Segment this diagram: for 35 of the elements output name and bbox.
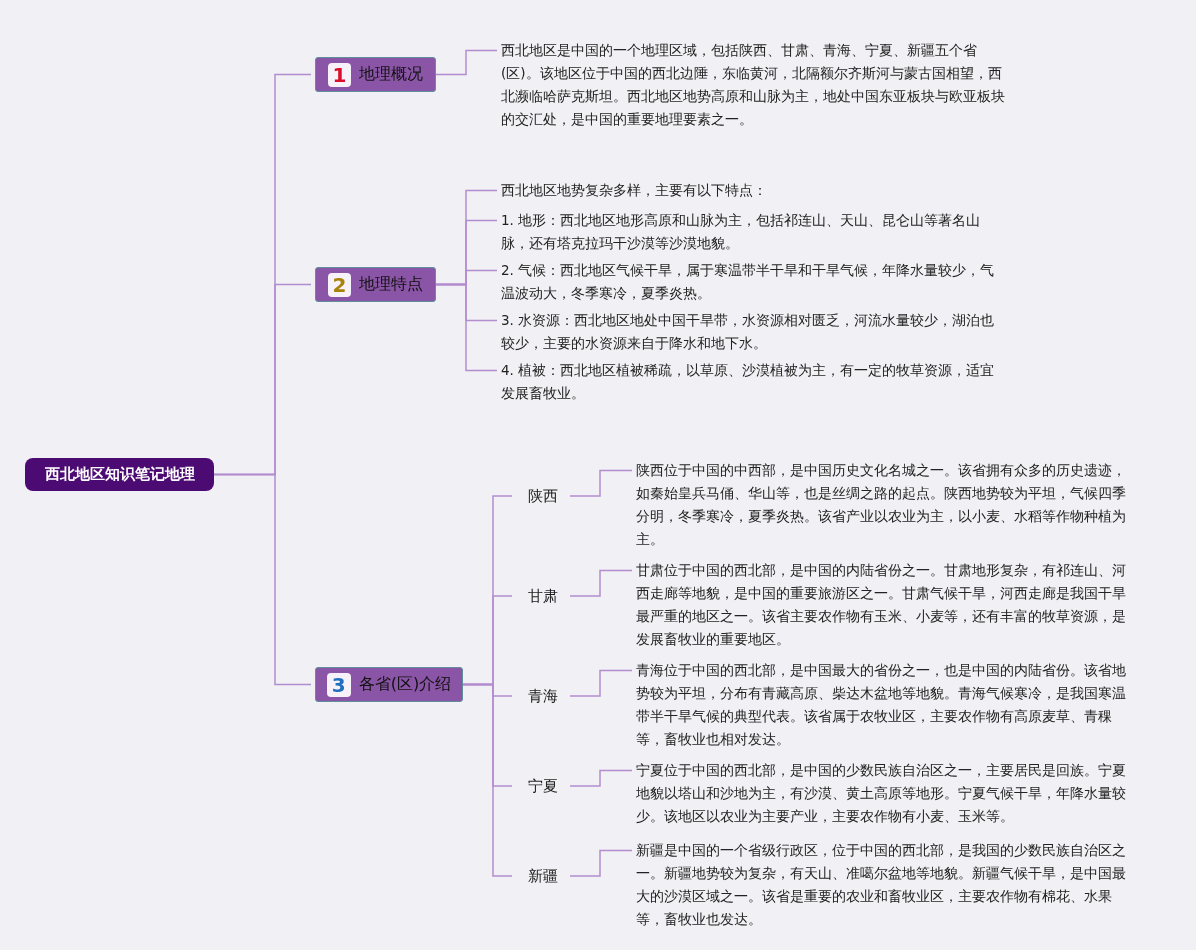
topic-label: 地理概况 [359, 64, 424, 85]
note-text: 西北地区地势复杂多样，主要有以下特点： [501, 179, 1006, 202]
connector-line [569, 849, 633, 877]
connector-line [569, 469, 633, 497]
subtopic-label: 新疆 [516, 865, 570, 887]
subtopic-label: 陕西 [516, 485, 570, 507]
note-text: 2. 气候：西北地区气候干旱，属于寒温带半干旱和干旱气候，年降水量较少，气温波动大，冬季寒冷，夏季炎热。 [501, 259, 1006, 305]
note-text: 3. 水资源：西北地区地处中国干旱带，水资源相对匮乏，河流水量较少，湖泊也较少，主要的水资源来自于降水和地下水。 [501, 309, 1006, 355]
topic-box [315, 667, 463, 702]
note-text: 1. 地形：西北地区地形高原和山脉为主，包括祁连山、天山、昆仑山等著名山脉，还有塔克拉玛干沙漠等沙漠地貌。 [501, 209, 1006, 255]
note-text: 甘肃位于中国的西北部，是中国的内陆省份之一。甘肃地形复杂，有祁连山、河西走廊等地貌，是中国的重要旅游区之一。甘肃气候干旱，河西走廊是我国干旱最严重的地区之一。该省主要农作物有玉米、小麦等，还有丰富的牧草资源，是发展畜牧业的重要地区。 [636, 559, 1136, 651]
note-text: 陕西位于中国的中西部，是中国历史文化名城之一。该省拥有众多的历史遗迹，如秦始皇兵马俑、华山等，也是丝绸之路的起点。陕西地势较为平坦，气候四季分明，冬季寒冷，夏季炎热。该省产业以农业为主，以小麦、水稻等作物种植为主。 [636, 459, 1136, 551]
note-text: 西北地区是中国的一个地理区域，包括陕西、甘肃、青海、宁夏、新疆五个省(区)。该地区位于中国的西北边陲，东临黄河，北隔额尔齐斯河与蒙古国相望，西北濒临哈萨克斯坦。西北地区地势高原和山脉为主，地处中国东亚板块与欧亚板块的交汇处，是中国的重要地理要素之一。 [501, 39, 1006, 131]
connector-line [569, 669, 633, 697]
note-text: 新疆是中国的一个省级行政区，位于中国的西北部，是我国的少数民族自治区之一。新疆地势较为复杂，有天山、准噶尔盆地等地貌。新疆气候干旱，是中国最大的沙漠区域之一。该省是重要的农业和畜牧业区，主要农作物有棉花、水果等，畜牧业也发达。 [636, 839, 1136, 931]
connector-line [569, 569, 633, 597]
topic-label: 地理特点 [359, 274, 424, 295]
subtopic-label: 青海 [516, 685, 570, 707]
connector-line [213, 473, 312, 686]
note-text: 4. 植被：西北地区植被稀疏，以草原、沙漠植被为主，有一定的牧草资源，适宜发展畜牧业。 [501, 359, 1006, 405]
root-topic-box: 西北地区知识笔记地理 [25, 458, 214, 491]
topic-box [315, 57, 436, 92]
connector-line [569, 769, 633, 787]
number-label: 2 [327, 272, 352, 297]
connector-line [462, 683, 513, 877]
subtopic-label: 甘肃 [516, 585, 570, 607]
number-label: 3 [326, 672, 351, 697]
number-label: 1 [327, 62, 352, 87]
note-text: 宁夏位于中国的西北部，是中国的少数民族自治区之一，主要居民是回族。宁夏地貌以塔山和沙地为主，有沙漠、黄土高原等地形。宁夏气候干旱，年降水量较少。该地区以农业为主要产业，主要农作物有小麦、玉米等。 [636, 759, 1136, 828]
connector-line [435, 49, 498, 76]
topic-label: 各省(区)介绍 [358, 674, 452, 695]
note-text: 青海位于中国的西北部，是中国最大的省份之一，也是中国的内陆省份。该省地势较为平坦，分布有青藏高原、柴达木盆地等地貌。青海气候寒冷，是我国寒温带半干旱气候的典型代表。该省属于农牧业区，主要农作物有高原麦草、青稞等，畜牧业也相对发达。 [636, 659, 1136, 751]
topic-box [315, 267, 436, 302]
subtopic-label: 宁夏 [516, 775, 570, 797]
connector-line [435, 283, 498, 372]
